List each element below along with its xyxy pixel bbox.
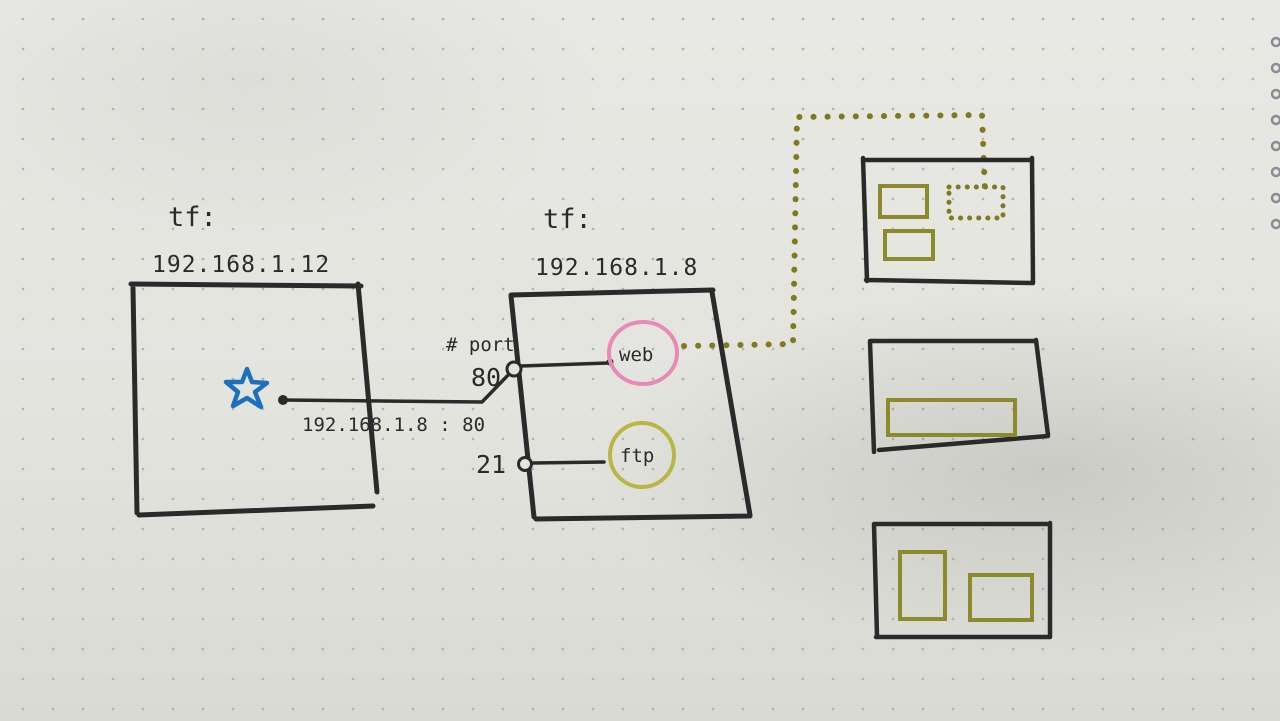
port-21-link — [530, 460, 606, 465]
web-service-label: web — [619, 344, 653, 366]
connection-label: 192.168.1.8 : 80 — [302, 414, 485, 436]
right-host-label: tf: — [543, 204, 592, 235]
page-1-block-a — [878, 184, 929, 219]
connection-origin-dot — [278, 395, 288, 405]
port-80-number: 80 — [471, 363, 501, 392]
web-page-3 — [871, 520, 1053, 640]
left-host-box — [128, 281, 380, 518]
web-to-page-dotted-link — [681, 111, 988, 349]
left-host-ip: 192.168.1.12 — [152, 252, 330, 278]
web-service-ring — [607, 320, 679, 386]
port-80-socket — [505, 360, 523, 378]
binding-holes — [1270, 36, 1280, 230]
page-1-block-b — [883, 229, 935, 261]
right-host-box — [508, 287, 753, 522]
page-2-banner-block — [886, 398, 1017, 437]
web-page-1 — [860, 155, 1036, 286]
page-3-block-tall — [898, 550, 947, 621]
port-heading: # port — [446, 334, 515, 356]
star-icon — [223, 366, 270, 410]
port-21-socket — [517, 456, 533, 472]
left-host-label: tf: — [168, 202, 217, 233]
port-21-number: 21 — [476, 450, 506, 479]
ftp-service-label: ftp — [620, 445, 654, 467]
right-host-ip: 192.168.1.8 — [535, 255, 698, 281]
ftp-service-ring — [608, 421, 676, 489]
web-page-2 — [867, 337, 1051, 455]
page-3-block-wide — [968, 573, 1034, 622]
page-1-dotted-block — [946, 184, 1006, 221]
port-80-link — [519, 361, 610, 368]
connection-line — [281, 368, 515, 404]
